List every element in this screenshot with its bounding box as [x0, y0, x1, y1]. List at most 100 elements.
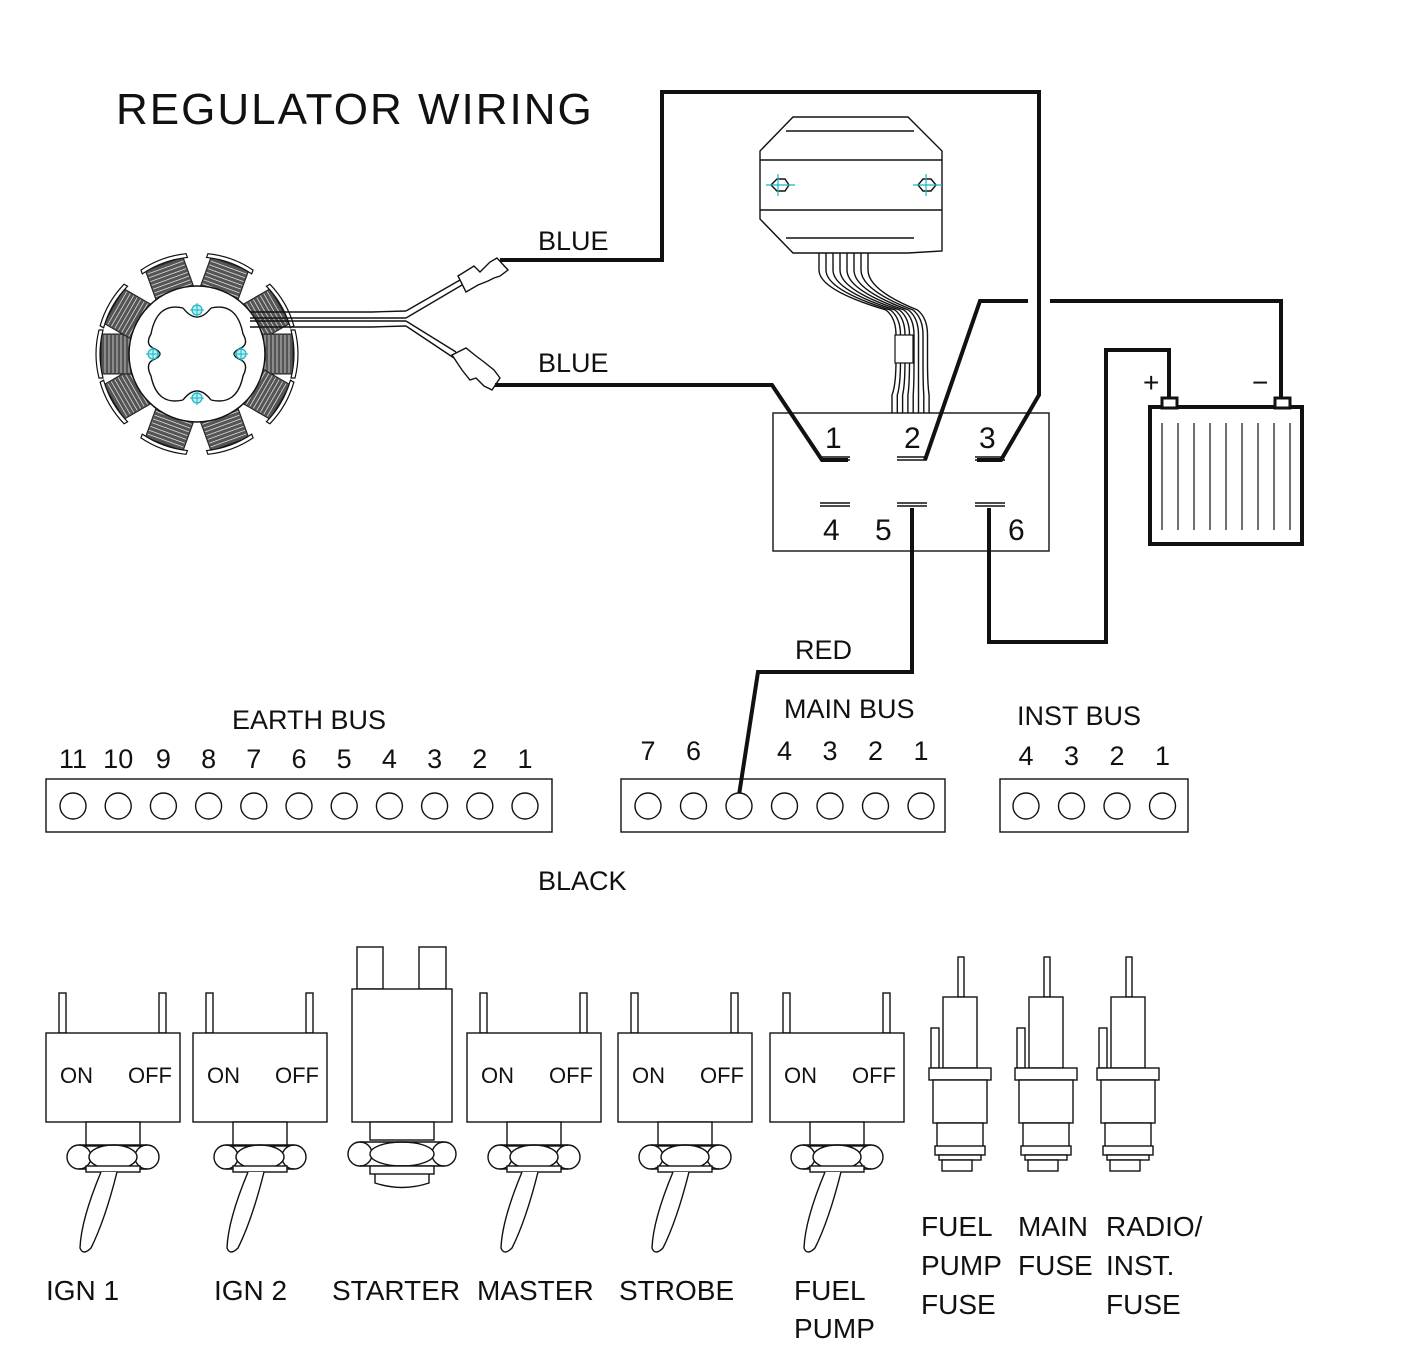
wire-label-blue-lower: BLUE	[538, 348, 609, 378]
stator-coil	[240, 366, 295, 425]
earth-bus-terminal	[466, 792, 494, 820]
wire-label-red: RED	[795, 635, 852, 665]
wire-blue-upper	[500, 90, 1041, 462]
stator-coil	[99, 283, 154, 342]
toggle-lever[interactable]	[500, 1171, 539, 1253]
stator-coil	[99, 366, 154, 425]
spade-connector-upper	[457, 257, 510, 293]
wire-battery-positive	[987, 348, 1171, 644]
diagram-title: REGULATOR WIRING	[116, 85, 594, 134]
switch-off-label: OFF	[128, 1063, 172, 1088]
wire-label-black: BLACK	[538, 866, 627, 896]
wire-label-blue-upper: BLUE	[538, 226, 609, 256]
terminal-number: 2	[904, 422, 921, 455]
main-bus-number: 4	[777, 736, 792, 766]
earth-bus-terminal	[59, 792, 87, 820]
earth-bus-terminal	[149, 792, 178, 820]
stator-coil	[258, 329, 299, 379]
fuse-radio-inst-fuse[interactable]: RADIO/INST.FUSE	[1096, 956, 1203, 1320]
switch-on-label: ON	[207, 1063, 240, 1088]
switch-on-label: ON	[481, 1063, 514, 1088]
earth-bus-label: EARTH BUS	[232, 705, 386, 735]
terminal-number: 5	[875, 514, 892, 547]
terminal-number: 3	[979, 422, 996, 455]
earth-bus-terminal	[330, 792, 358, 820]
inst-bus-terminal	[1012, 792, 1040, 820]
switch-caption: IGN 2	[214, 1275, 287, 1306]
switch-caption: FUEL	[794, 1275, 866, 1306]
fuse-caption: FUSE	[921, 1289, 996, 1320]
inst-bus-terminal	[1057, 792, 1086, 820]
switch-ign-2[interactable]: ON OFF IGN 2	[192, 992, 328, 1306]
main-bus-terminal	[861, 792, 890, 820]
switch-caption: STARTER	[332, 1275, 460, 1306]
fuse-caption: FUEL	[921, 1211, 993, 1242]
toggle-lever[interactable]	[803, 1171, 842, 1253]
switch-on-label: ON	[784, 1063, 817, 1088]
terminal-6: 6	[975, 502, 1025, 547]
inst-bus-number: 2	[1109, 741, 1124, 771]
main-bus-terminal	[816, 792, 844, 820]
earth-bus-number: 11	[59, 744, 87, 774]
switch-on-label: ON	[632, 1063, 665, 1088]
earth-bus-terminal	[194, 792, 223, 820]
inst-bus-number: 1	[1155, 741, 1170, 771]
earth-bus-terminal	[511, 792, 539, 820]
earth-bus-number: 9	[156, 744, 171, 774]
earth-bus-number: 3	[427, 744, 442, 774]
switch-off-label: OFF	[852, 1063, 896, 1088]
battery-icon	[1148, 396, 1304, 546]
fuse-caption: FUSE	[1018, 1250, 1093, 1281]
earth-bus-number: 4	[382, 744, 397, 774]
toggle-lever[interactable]	[79, 1171, 118, 1253]
terminal-1: 1	[820, 422, 850, 461]
inst-bus-terminal	[1148, 792, 1177, 820]
switch-on-label: ON	[60, 1063, 93, 1088]
switch-off-label: OFF	[275, 1063, 319, 1088]
switch-caption: STROBE	[619, 1275, 734, 1306]
switch-strobe[interactable]: ON OFF STROBE	[617, 992, 753, 1306]
switch-ign-1[interactable]: ON OFF IGN 1	[45, 992, 181, 1306]
main-bus-terminal	[907, 792, 935, 820]
fuse-caption: PUMP	[921, 1250, 1002, 1281]
main-bus-terminal	[725, 792, 753, 820]
toggle-lever[interactable]	[651, 1171, 690, 1253]
main-bus-number: 2	[868, 736, 883, 766]
main-bus-number: 1	[913, 736, 928, 766]
earth-bus-number: 7	[246, 744, 261, 774]
wire-red	[735, 508, 914, 809]
stator-icon	[95, 253, 299, 455]
earth-bus-terminal	[104, 792, 132, 820]
inst-bus-number: 4	[1018, 741, 1033, 771]
earth-bus-terminal	[375, 792, 404, 820]
earth-bus-number: 5	[337, 744, 352, 774]
switch-starter[interactable]: STARTER	[332, 946, 460, 1306]
fuse-caption: FUSE	[1106, 1289, 1181, 1320]
regulator-icon	[759, 116, 943, 413]
main-bus-number: 6	[686, 736, 701, 766]
main-bus-number: 7	[640, 736, 655, 766]
earth-bus-number: 6	[291, 744, 306, 774]
battery-positive-label: +	[1143, 367, 1159, 398]
earth-bus-number: 10	[103, 744, 133, 774]
earth-bus-terminal	[285, 792, 313, 820]
toggle-lever[interactable]	[226, 1171, 265, 1253]
main-bus-label: MAIN BUS	[784, 694, 915, 724]
battery-negative-label: −	[1252, 367, 1268, 398]
switch-off-label: OFF	[700, 1063, 744, 1088]
regulator-bolt-right	[913, 174, 942, 196]
terminal-5: 5	[875, 502, 927, 547]
fuse-fuel-pump-fuse[interactable]: FUEL PUMP FUSE	[921, 956, 1002, 1320]
switch-caption: IGN 1	[46, 1275, 119, 1306]
earth-bus-terminal	[240, 792, 268, 820]
fuse-caption: RADIO/	[1106, 1211, 1203, 1242]
switch-off-label: OFF	[549, 1063, 593, 1088]
inst-bus-label: INST BUS	[1017, 701, 1141, 731]
main-bus-number: 3	[822, 736, 837, 766]
